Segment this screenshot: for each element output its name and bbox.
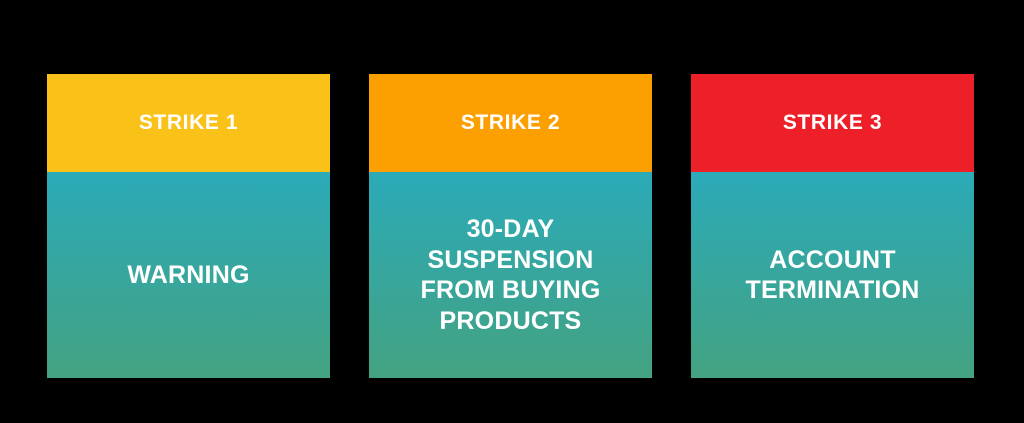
strike-card-1-body-text: WARNING [61,260,316,291]
body-text-line: ACCOUNT [769,245,896,274]
body-text-line: WARNING [127,260,250,289]
strike-card-1-header-label: STRIKE 1 [138,111,239,135]
strike-card-1-body: WARNING [47,172,330,378]
body-text-line: TERMINATION [745,276,920,304]
body-text-line: PRODUCTS [439,306,582,335]
body-text-line: FROM BUYING [420,276,601,304]
strike-card-3-header: STRIKE 3 [691,74,974,172]
strike-card-2-header-label: STRIKE 2 [460,111,561,135]
strike-card-3-header-label: STRIKE 3 [782,111,883,135]
strike-card-1-header: STRIKE 1 [47,74,330,172]
body-text-line: 30-DAY [466,215,555,243]
body-text-line: SUSPENSION [427,245,594,274]
strike-card-1: STRIKE 1 WARNING [47,74,330,378]
strike-card-2-header: STRIKE 2 [369,74,652,172]
